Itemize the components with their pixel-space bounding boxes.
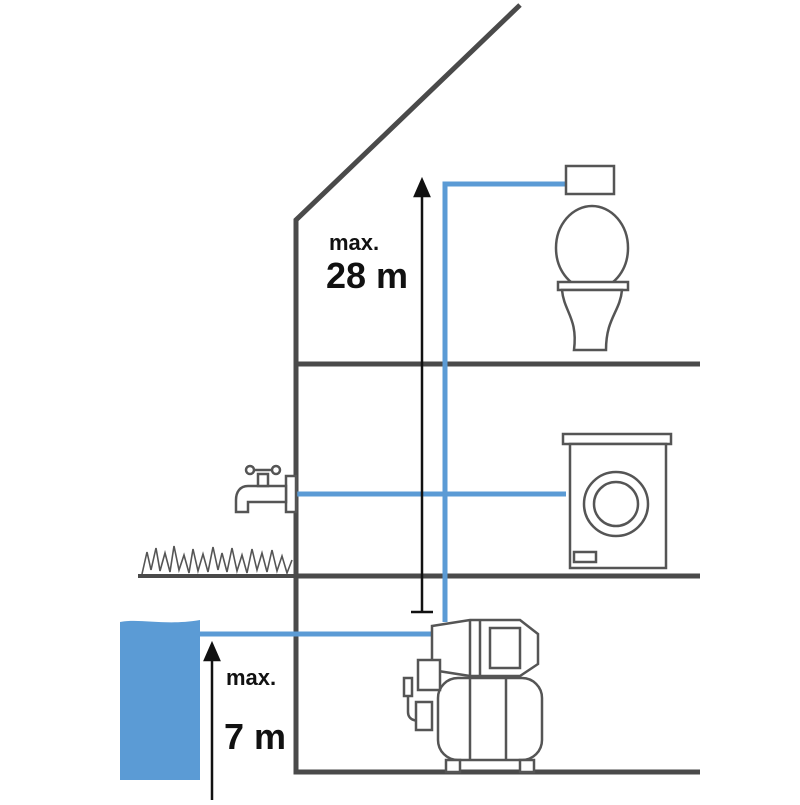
toilet-icon xyxy=(554,164,630,352)
pressure-tank xyxy=(436,676,544,762)
water-pipes xyxy=(192,181,566,637)
tap-icon xyxy=(234,464,298,514)
riser-pipe xyxy=(442,181,566,622)
power-plug xyxy=(402,676,414,698)
lower-depth-value: 7 m xyxy=(224,716,287,757)
washing-machine-icon xyxy=(561,432,673,570)
upper-height-value: 28 m xyxy=(326,255,409,296)
water-reservoir xyxy=(120,620,200,780)
lower-max-label: max. xyxy=(226,665,277,690)
toilet-bowl xyxy=(554,204,630,292)
toilet-cistern xyxy=(564,164,616,196)
grass xyxy=(138,545,296,578)
pump-motor xyxy=(430,618,540,678)
upper-max-label: max. xyxy=(329,230,380,255)
dimension-arrows xyxy=(203,176,433,800)
pump-icon xyxy=(402,618,544,774)
